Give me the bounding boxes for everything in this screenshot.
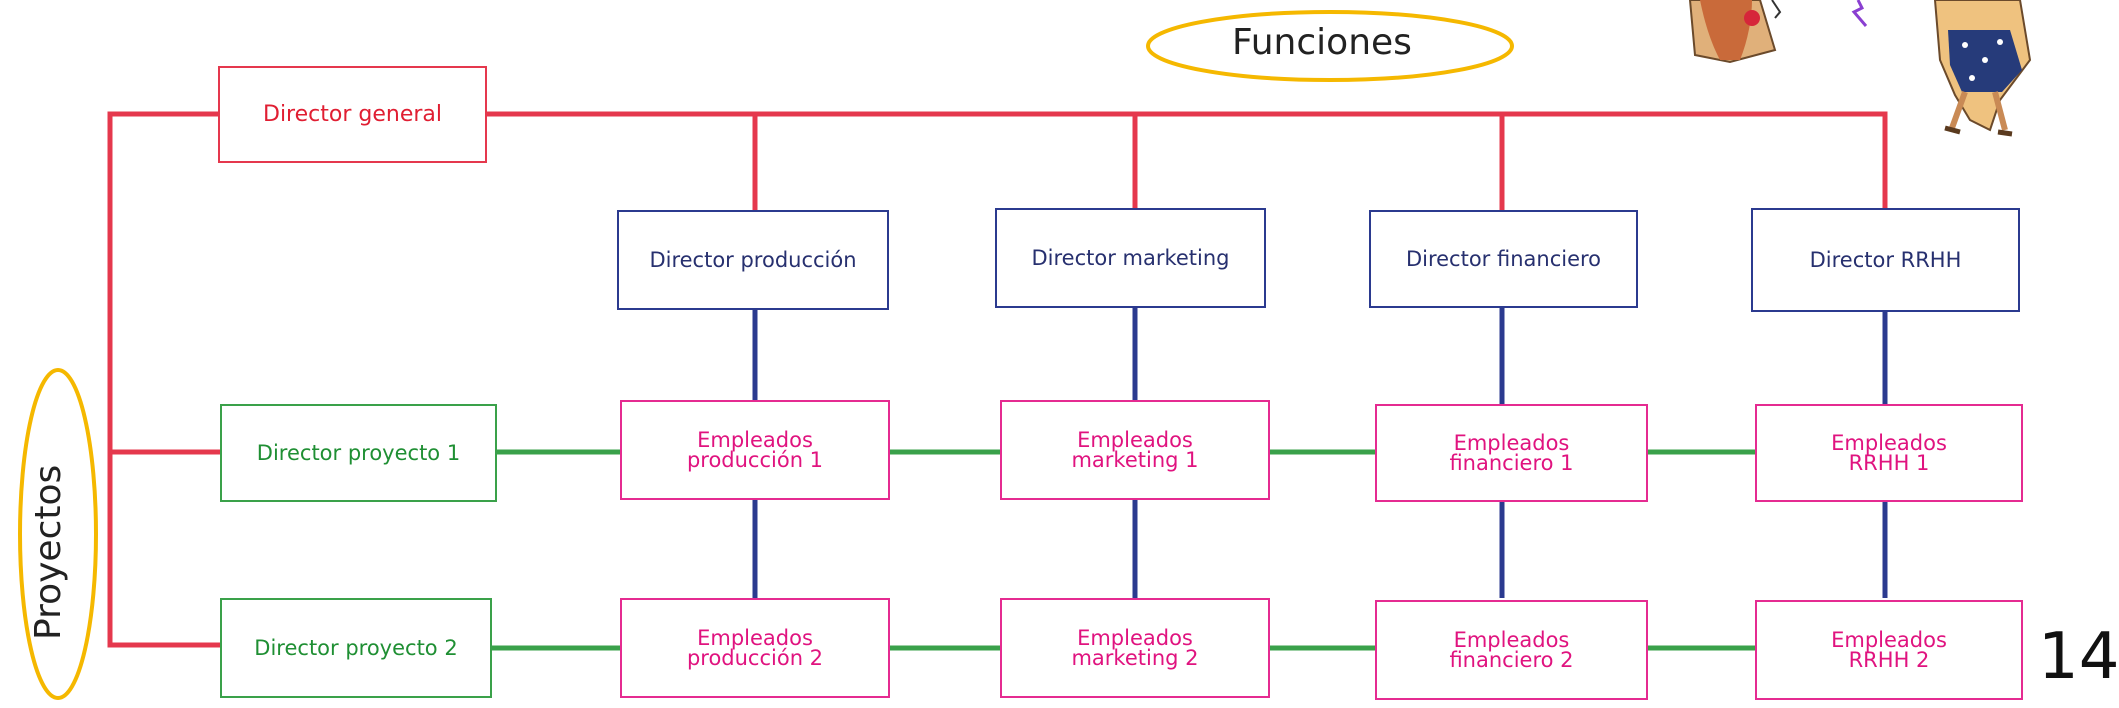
proyectos-label: Proyectos <box>28 464 69 640</box>
director-general-box: Director general <box>218 66 487 163</box>
cartoon-characters-arguing-icon <box>1688 0 2032 137</box>
funciones-label: Funciones <box>1232 22 1412 63</box>
empleados-marketing-2-label: Empleados marketing 2 <box>1071 626 1199 670</box>
empleados-rrhh-1-box: Empleados RRHH 1 <box>1755 404 2023 502</box>
empleados-rrhh-1-label: Empleados RRHH 1 <box>1831 431 1947 475</box>
director-financiero-box: Director financiero <box>1369 210 1638 308</box>
page-number: 14 <box>2038 620 2119 694</box>
empleados-marketing-1-label: Empleados marketing 1 <box>1071 428 1199 472</box>
general-to-projects-line <box>107 111 220 648</box>
director-general-label: Director general <box>263 102 442 127</box>
empleados-rrhh-2-label: Empleados RRHH 2 <box>1831 628 1947 672</box>
director-produccion-box: Director producción <box>617 210 889 310</box>
director-proyecto-1-label: Director proyecto 1 <box>256 441 461 465</box>
empleados-marketing-2-box: Empleados marketing 2 <box>1000 598 1270 698</box>
director-marketing-box: Director marketing <box>995 208 1266 308</box>
empleados-produccion-2-box: Empleados producción 2 <box>620 598 890 698</box>
director-proyecto-2-label: Director proyecto 2 <box>254 636 458 660</box>
funciones-ellipse <box>1146 10 1514 82</box>
director-proyecto-1-box: Director proyecto 1 <box>220 404 497 502</box>
management-lines <box>107 111 1888 648</box>
director-rrhh-box: Director RRHH <box>1751 208 2020 312</box>
empleados-financiero-1-box: Empleados financiero 1 <box>1375 404 1648 502</box>
empleados-produccion-1-box: Empleados producción 1 <box>620 400 890 500</box>
empleados-produccion-2-label: Empleados producción 2 <box>686 626 824 670</box>
empleados-financiero-2-box: Empleados financiero 2 <box>1375 600 1648 700</box>
empleados-produccion-1-label: Empleados producción 1 <box>686 428 824 472</box>
director-proyecto-2-box: Director proyecto 2 <box>220 598 492 698</box>
general-to-functions-line <box>487 111 1888 208</box>
director-rrhh-label: Director RRHH <box>1809 248 1962 272</box>
director-financiero-label: Director financiero <box>1405 247 1602 271</box>
empleados-marketing-1-box: Empleados marketing 1 <box>1000 400 1270 500</box>
empleados-financiero-1-label: Empleados financiero 1 <box>1449 431 1574 475</box>
empleados-financiero-2-label: Empleados financiero 2 <box>1449 628 1574 672</box>
empleados-rrhh-2-box: Empleados RRHH 2 <box>1755 600 2023 700</box>
director-produccion-label: Director producción <box>649 248 857 272</box>
matrix-org-chart: Funciones Proyectos Director general Dir… <box>18 0 2119 700</box>
director-marketing-label: Director marketing <box>1031 246 1230 270</box>
proyectos-ellipse <box>18 368 98 700</box>
